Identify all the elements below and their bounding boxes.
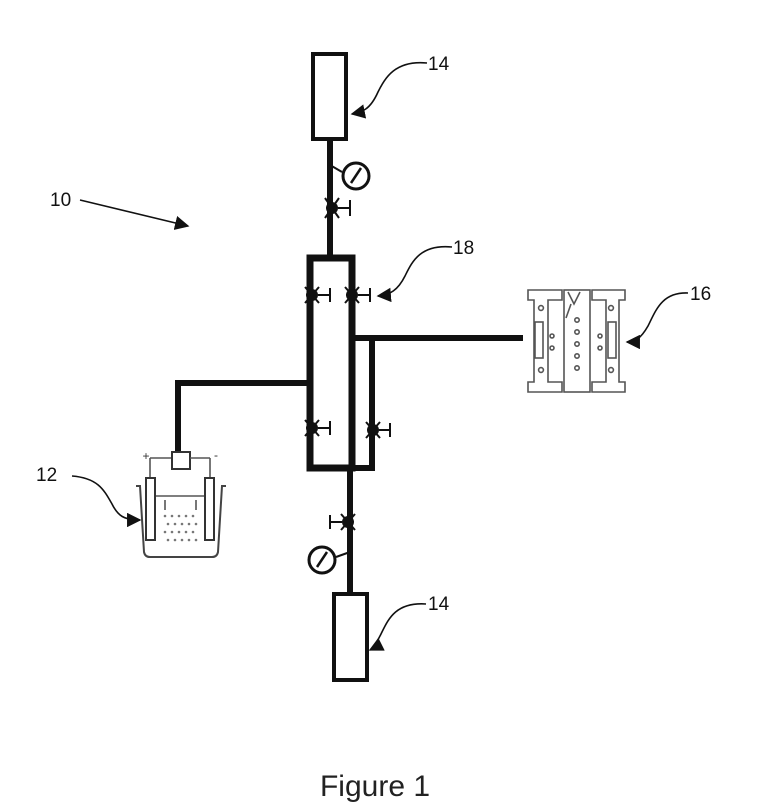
gas-cylinder-top: [313, 54, 346, 139]
reactor-apparatus: [528, 290, 625, 392]
pressure-gauge-bottom: [309, 547, 350, 573]
leader-18: [378, 247, 452, 296]
terminal-negative-label: -: [214, 448, 218, 462]
terminal-positive-label: +: [142, 449, 149, 463]
label-cylinder-14-top: 14: [428, 54, 450, 75]
label-electrolyzer-12: 12: [36, 465, 57, 486]
leader-14-bottom: [370, 604, 426, 650]
electrolyzer-cell: + -: [136, 448, 226, 557]
leader-10: [80, 200, 188, 226]
label-valve-18: 18: [453, 238, 474, 259]
leader-16: [627, 293, 688, 342]
label-system-10: 10: [50, 190, 71, 211]
label-cylinder-14-bottom: 14: [428, 594, 450, 615]
pipe-to-electrolyzer: [178, 383, 310, 452]
leader-14-top: [352, 63, 427, 114]
gas-cylinder-bottom: [334, 594, 367, 680]
pressure-gauge-top: [330, 163, 369, 189]
figure-caption: Figure 1: [320, 770, 430, 802]
pipe-to-reactor: [352, 318, 520, 338]
label-reactor-16: 16: [690, 284, 711, 305]
leader-12: [72, 476, 140, 520]
